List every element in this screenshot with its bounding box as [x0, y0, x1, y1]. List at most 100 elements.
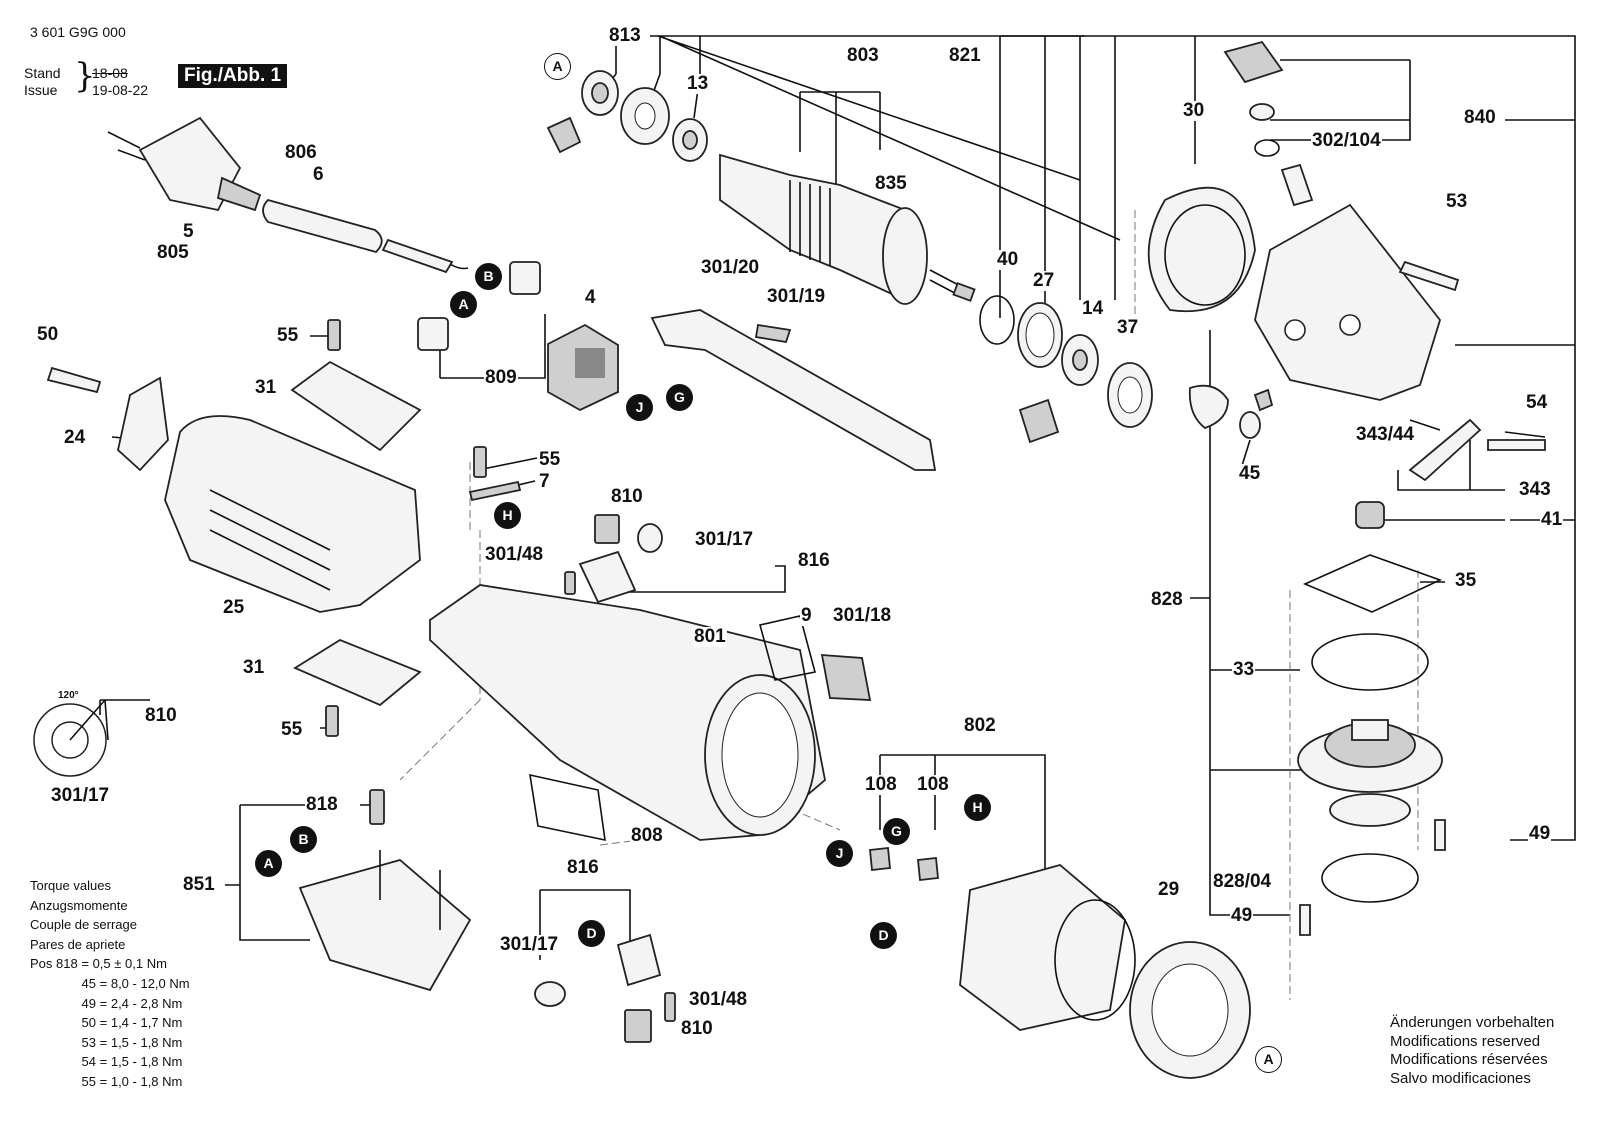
bevel-gear-828	[1297, 719, 1443, 827]
brush-holder-816a	[578, 550, 637, 604]
screw-55a	[327, 319, 341, 351]
spring-301-17c	[534, 981, 566, 1007]
torque-pos: 45	[81, 975, 96, 991]
screw-49b	[1299, 904, 1311, 936]
callout-25: 25	[222, 597, 246, 618]
rear-ring-29	[1129, 941, 1251, 1079]
connector-badge-d-brush: D	[578, 920, 605, 947]
callout-6: 6	[312, 164, 325, 185]
callout-31-bottom: 31	[242, 657, 266, 678]
torsion-spring-810	[33, 699, 109, 777]
callout-821: 821	[948, 45, 982, 66]
brace: }	[74, 56, 96, 96]
connector-badge-a-top: A	[544, 53, 571, 80]
callout-45: 45	[1238, 463, 1262, 484]
torque-pos: 49	[81, 995, 96, 1011]
stand-label: Stand	[24, 65, 61, 81]
callout-30: 30	[1182, 100, 1206, 121]
base-cover-851	[298, 789, 472, 992]
callout-49-lower: 49	[1230, 905, 1254, 926]
callout-9: 9	[800, 605, 813, 626]
torque-pos: 55	[81, 1073, 96, 1089]
screw-301-48b	[664, 992, 676, 1022]
terminal-809-b	[417, 317, 449, 351]
motor-housing-25	[164, 415, 421, 613]
gear-head-840	[1254, 203, 1441, 401]
torque-value: 1,5 - 1,8 Nm	[110, 1054, 183, 1070]
callout-828: 828	[1150, 589, 1184, 610]
rear-cap-24	[117, 376, 169, 472]
brush-holder	[1018, 398, 1060, 444]
callout-7: 7	[538, 471, 551, 492]
callout-302-104: 302/104	[1311, 130, 1382, 151]
callout-13: 13	[686, 73, 710, 94]
connector-badge-g-coil: G	[883, 818, 910, 845]
screw-54	[1487, 439, 1546, 451]
connector-badge-g-switch: G	[666, 384, 693, 411]
callout-802: 802	[963, 715, 997, 736]
pinion	[1188, 384, 1229, 430]
spindle-lock-pin	[1280, 163, 1314, 207]
torque-eq: =	[99, 995, 108, 1011]
gasket-35	[1302, 554, 1443, 613]
connector-badge-h-coil: H	[964, 794, 991, 821]
notice-en: Modifications reserved	[1390, 1032, 1541, 1050]
callout-40: 40	[996, 249, 1020, 270]
callout-29: 29	[1157, 879, 1181, 900]
screw-55c	[325, 705, 339, 737]
screw-301-48a	[564, 571, 576, 595]
issue-date: 19-08-22	[92, 82, 149, 98]
armature-803	[719, 153, 976, 305]
callout-54: 54	[1525, 392, 1549, 413]
cord-protector-6	[262, 198, 383, 254]
torque-eq: =	[99, 1054, 108, 1070]
callout-816-bottom: 816	[566, 857, 600, 878]
brush-holder-816b	[616, 933, 662, 987]
callout-301-48-top: 301/48	[484, 544, 545, 565]
screw-49a	[1434, 819, 1446, 851]
power-plug-5	[107, 116, 262, 212]
torque-pos-prefix: Pos	[30, 956, 53, 972]
carbon-brush-810c	[624, 1009, 652, 1043]
connector-badge-h-brush: H	[494, 502, 521, 529]
connector-badge-d-coil: D	[870, 922, 897, 949]
callout-33: 33	[1232, 659, 1256, 680]
connector-badge-j-coil: J	[826, 840, 853, 867]
connector-badge-j-switch: J	[626, 394, 653, 421]
bushing-41	[1355, 501, 1385, 529]
spring-301-19	[754, 323, 792, 344]
screw-53	[1398, 260, 1460, 292]
flange-30	[1147, 186, 1256, 313]
figure-label: Fig./Abb. 1	[178, 64, 288, 88]
callout-808: 808	[630, 825, 664, 846]
screw-50	[46, 366, 102, 394]
callout-810-left: 810	[144, 705, 178, 726]
callout-108-a: 108	[864, 774, 898, 795]
cable-809	[381, 238, 469, 274]
torque-eq: =	[99, 1015, 108, 1031]
main-housing-801	[429, 584, 826, 841]
callout-805: 805	[156, 242, 190, 263]
callout-301-17-top: 301/17	[694, 529, 755, 550]
notice-de: Änderungen vorbehalten	[1390, 1014, 1555, 1031]
sleeve-108b	[917, 857, 939, 881]
callout-14: 14	[1081, 298, 1105, 319]
torque-values-table: Torque values Anzugsmomente Couple de se…	[30, 876, 190, 1092]
callout-301-20: 301/20	[700, 257, 761, 278]
callout-809: 809	[484, 367, 518, 388]
torque-pos: 53	[81, 1034, 96, 1050]
carbon-brush-810a	[594, 514, 620, 544]
spring-301-17a	[637, 523, 663, 553]
callout-37: 37	[1116, 317, 1140, 338]
callout-4: 4	[584, 287, 597, 308]
torque-value: 0,5 ± 0,1 Nm	[92, 956, 167, 972]
old-date: 18-08	[92, 65, 128, 81]
torque-row: 45 = 8,0 - 12,0 Nm	[30, 974, 190, 994]
torque-row: 55 = 1,0 - 1,8 Nm	[30, 1072, 190, 1092]
torque-value: 2,4 - 2,8 Nm	[110, 995, 183, 1011]
connector-badge-b-base: B	[290, 826, 317, 853]
screw-55b	[473, 446, 487, 478]
issue-label: Issue	[24, 82, 58, 98]
callout-810-top: 810	[610, 486, 644, 507]
